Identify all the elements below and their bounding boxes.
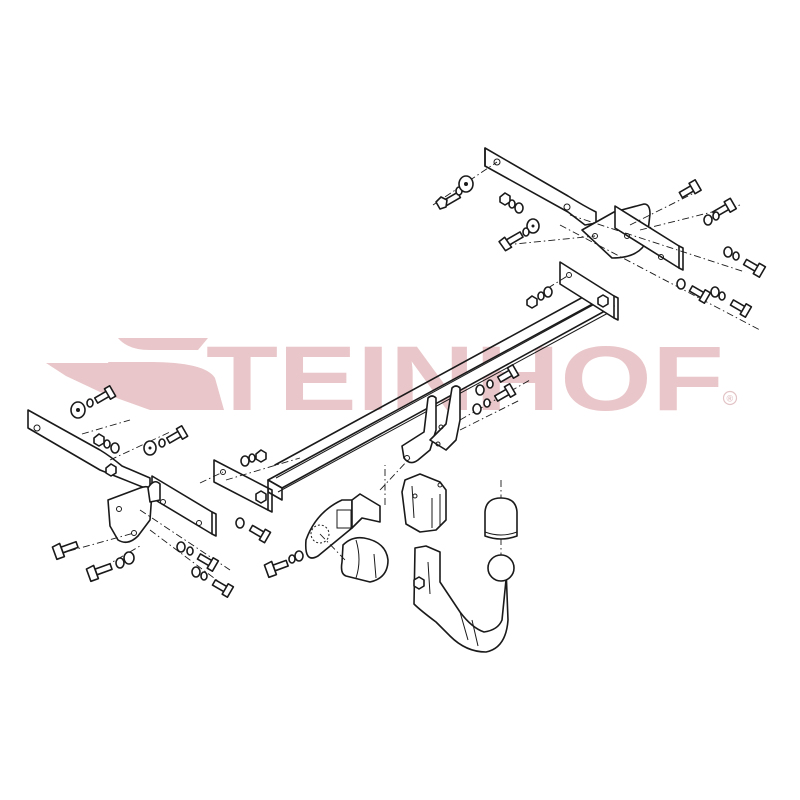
detachable-ball-neck: [413, 480, 515, 653]
center-hanger: [379, 364, 531, 491]
main-crossbar: [199, 261, 619, 513]
registered-mark-icon: [722, 390, 738, 406]
ball-receiver: [401, 473, 447, 533]
steinhof-logo-s-icon: [46, 338, 224, 410]
electric-socket: [319, 533, 389, 583]
socket-bracket: [304, 465, 386, 559]
left-side-bracket: [27, 409, 231, 591]
tow-ball: [487, 554, 515, 582]
left-bracket-fasteners: [51, 385, 304, 598]
svg-text:®: ®: [727, 394, 734, 404]
ball-cap: [484, 497, 518, 540]
right-side-bracket: [484, 147, 684, 271]
locking-knob-icon: [413, 576, 425, 590]
right-bracket-fasteners: [432, 161, 767, 331]
